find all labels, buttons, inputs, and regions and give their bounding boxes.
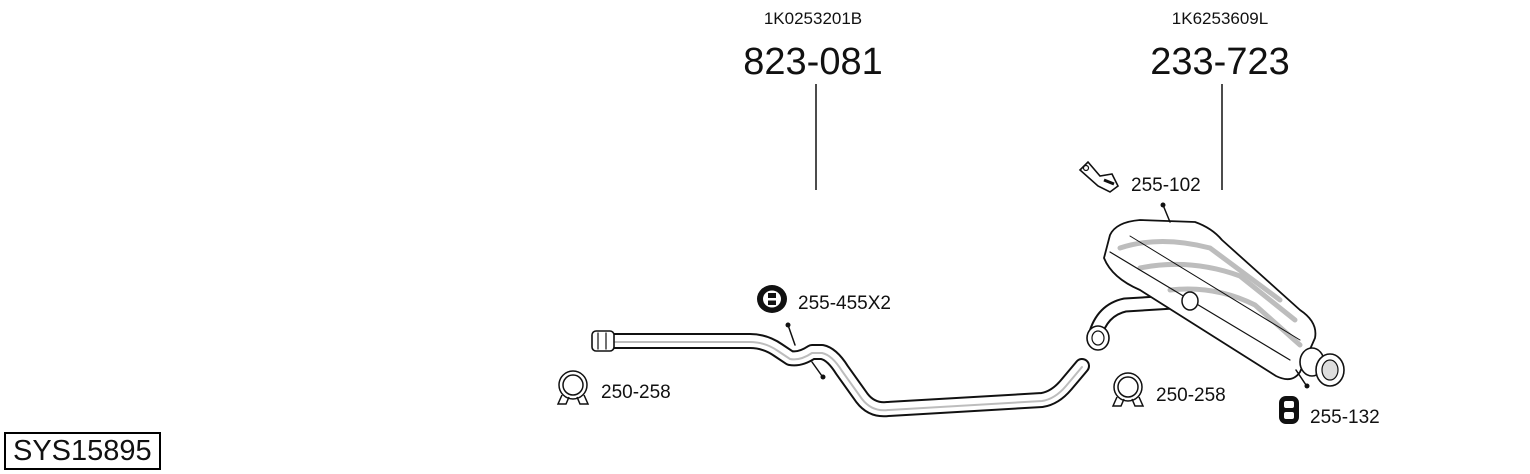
rubber-hanger-label[interactable]: 255-132 xyxy=(1310,407,1380,428)
clamp-left-icon[interactable] xyxy=(556,370,590,405)
system-code: SYS15895 xyxy=(4,432,161,470)
clamp-right-label[interactable]: 250-258 xyxy=(1156,385,1226,406)
rear-silencer-drawing[interactable] xyxy=(1086,202,1345,389)
rubber-hanger-icon[interactable] xyxy=(1279,396,1299,424)
rear-silencer-oem: 1K6253609L xyxy=(1172,9,1268,28)
front-pipe-drawing[interactable] xyxy=(591,322,1090,418)
clamp-right-icon[interactable] xyxy=(1111,372,1145,407)
bracket-icon[interactable] xyxy=(1078,160,1120,193)
rubber-mount-label[interactable]: 255-455X2 xyxy=(798,293,891,314)
clamp-left-label[interactable]: 250-258 xyxy=(601,382,671,403)
rear-silencer-number[interactable]: 233-723 xyxy=(1150,41,1289,83)
front-pipe-number[interactable]: 823-081 xyxy=(743,41,882,83)
hanger-top-label[interactable]: 255-102 xyxy=(1131,175,1201,196)
rubber-mount-icon[interactable] xyxy=(757,285,787,313)
front-pipe-oem: 1K0253201B xyxy=(764,9,862,28)
